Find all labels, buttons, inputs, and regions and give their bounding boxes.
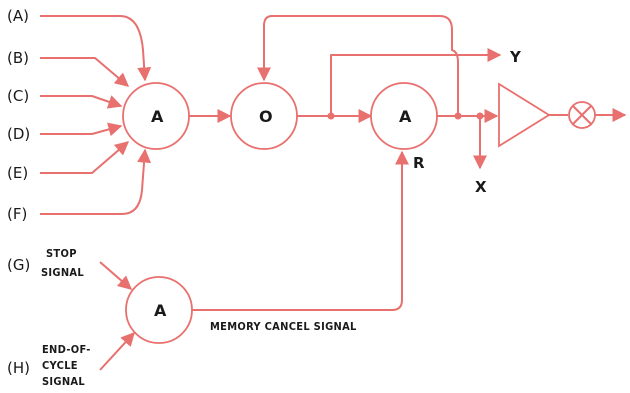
eoc-signal-line1: END-OF- <box>42 343 91 356</box>
wire-g <box>99 261 133 290</box>
gate-label-and2: A <box>399 107 412 126</box>
wire-to-y <box>330 48 502 116</box>
wire-feedback <box>257 15 459 116</box>
output-label-y: Y <box>509 48 522 66</box>
wire-d <box>40 122 123 137</box>
lamp-cross-icon <box>568 101 596 129</box>
memory-cancel-label: MEMORY CANCEL SIGNAL <box>210 320 357 333</box>
input-label-b: (B) <box>7 49 29 67</box>
wire-c <box>40 95 123 109</box>
input-label-e: (E) <box>7 164 28 182</box>
wire-f <box>40 148 152 215</box>
output-label-x: X <box>475 178 487 196</box>
amplifier-triangle-icon <box>498 82 551 148</box>
gate-label-and1: A <box>151 107 164 126</box>
input-label-a: (A) <box>7 7 29 25</box>
input-label-f: (F) <box>7 205 27 223</box>
input-label-h: (H) <box>7 359 30 377</box>
wire-h <box>99 331 135 371</box>
stop-signal-line2: SIGNAL <box>41 266 84 279</box>
wire-a <box>40 15 152 82</box>
input-label-g: (G) <box>7 256 30 274</box>
wire-e <box>40 141 130 174</box>
gate-label-or: O <box>259 107 273 126</box>
wire-memory-cancel <box>192 150 409 311</box>
junction-2 <box>454 112 462 120</box>
input-label-d: (D) <box>7 125 30 143</box>
input-label-r: R <box>413 154 425 172</box>
wire-b <box>40 57 130 87</box>
input-label-c: (C) <box>7 87 29 105</box>
stop-signal-line1: STOP <box>46 247 77 260</box>
gate-label-and3: A <box>154 301 167 320</box>
eoc-signal-line3: SIGNAL <box>42 375 85 388</box>
eoc-signal-line2: CYCLE <box>42 359 78 372</box>
